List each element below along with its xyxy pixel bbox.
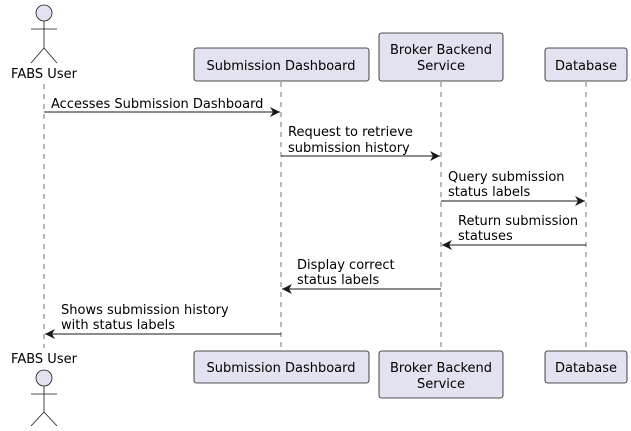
participant-box bbox=[378, 32, 504, 82]
message-4: Return submission statuses bbox=[442, 214, 586, 250]
actor-label: FABS User bbox=[11, 352, 78, 367]
message-label-line2: status labels bbox=[448, 185, 531, 200]
message-label-line2: statuses bbox=[458, 229, 513, 244]
participant-box bbox=[544, 47, 628, 82]
actor-fabs-user-bottom: FABS User bbox=[11, 352, 78, 427]
actor-label: FABS User bbox=[11, 67, 78, 82]
message-label-line1: Shows submission history bbox=[61, 303, 229, 318]
message-3: Query submission status labels bbox=[441, 170, 585, 206]
participant-label: Submission Dashboard bbox=[206, 361, 355, 376]
message-label-line1: Query submission bbox=[448, 170, 565, 185]
participant-label-line2: Service bbox=[417, 59, 465, 74]
participant-box bbox=[193, 47, 370, 82]
message-6: Shows submission history with status lab… bbox=[45, 303, 281, 339]
actor-fabs-user-top: FABS User bbox=[11, 4, 78, 82]
message-2: Request to retrieve submission history bbox=[281, 125, 440, 161]
participant-label-line2: Service bbox=[417, 377, 465, 392]
participant-label: Database bbox=[555, 59, 617, 74]
actor-body-icon bbox=[30, 21, 58, 64]
message-label-line1: Request to retrieve bbox=[288, 125, 413, 140]
message-label-line1: Accesses Submission Dashboard bbox=[51, 97, 263, 112]
actor-head-icon bbox=[35, 369, 53, 387]
message-label-line1: Display correct bbox=[297, 258, 395, 273]
participant-submission-dashboard-bottom: Submission Dashboard bbox=[193, 350, 370, 384]
participant-broker-backend-top: Broker Backend Service bbox=[378, 32, 504, 82]
actor-body-icon bbox=[30, 386, 58, 427]
participant-label-line1: Broker Backend bbox=[390, 43, 492, 58]
actor-head-icon bbox=[35, 4, 53, 22]
participant-broker-backend-bottom: Broker Backend Service bbox=[378, 350, 504, 399]
message-5: Display correct status labels bbox=[282, 258, 441, 294]
participant-database-top: Database bbox=[544, 47, 628, 82]
participant-label: Database bbox=[555, 361, 617, 376]
message-label-line1: Return submission bbox=[458, 214, 578, 229]
participant-box bbox=[378, 350, 504, 399]
message-label-line2: status labels bbox=[297, 273, 380, 288]
participant-submission-dashboard-top: Submission Dashboard bbox=[193, 47, 370, 82]
message-1: Accesses Submission Dashboard bbox=[44, 97, 280, 117]
message-label-line2: with status labels bbox=[61, 318, 175, 333]
participant-box bbox=[544, 350, 628, 384]
message-label-line2: submission history bbox=[288, 141, 410, 156]
participant-label-line1: Broker Backend bbox=[390, 361, 492, 376]
participant-box bbox=[193, 350, 370, 384]
participant-database-bottom: Database bbox=[544, 350, 628, 384]
participant-label: Submission Dashboard bbox=[206, 59, 355, 74]
